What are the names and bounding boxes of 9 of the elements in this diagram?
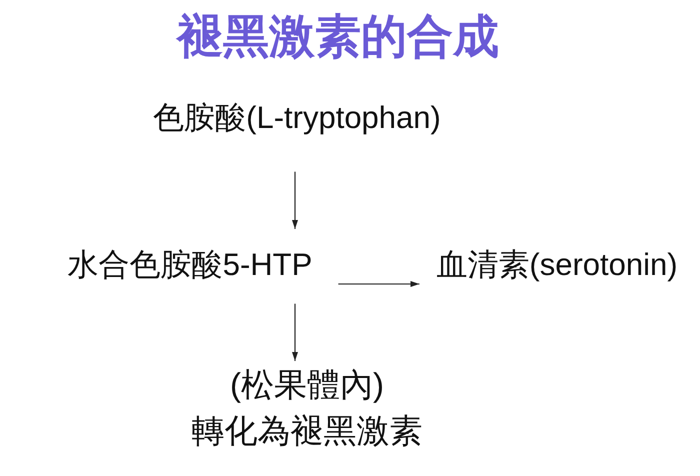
compound-name: 血清素(serotonin) (436, 248, 678, 283)
compound-name: 色胺酸(L-tryptophan) (153, 101, 441, 136)
location-note: (松果體內) (230, 367, 384, 404)
compound-name: 水合色胺酸5-HTP (68, 248, 312, 283)
arrow (292, 172, 298, 229)
arrow (292, 304, 298, 361)
title: 褪黑激素的合成 (177, 11, 499, 63)
process-label: 轉化為褪黑激素 (192, 412, 422, 450)
arrow (338, 281, 420, 287)
